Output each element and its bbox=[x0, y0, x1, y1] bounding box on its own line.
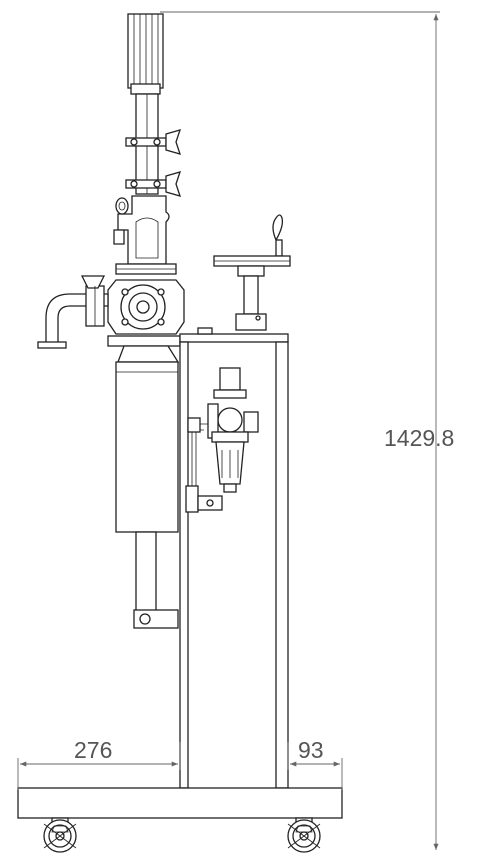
frame-column bbox=[179, 327, 289, 789]
right-overhang-dimension: 93 bbox=[287, 737, 343, 790]
canister bbox=[107, 335, 181, 629]
left-overhang-dimension: 276 bbox=[17, 737, 181, 790]
pneumatic-cylinder bbox=[127, 13, 164, 95]
tube-clamp-lower bbox=[125, 171, 182, 197]
handwheel bbox=[213, 214, 291, 331]
caster-left bbox=[43, 817, 77, 853]
filter-regulator bbox=[207, 367, 259, 493]
flange-band bbox=[115, 263, 177, 275]
left-overhang-label: 276 bbox=[74, 737, 112, 763]
air-hose bbox=[185, 417, 223, 513]
height-dimension: 1429.8 bbox=[160, 11, 454, 850]
right-overhang-label: 93 bbox=[298, 737, 324, 763]
caster-right bbox=[287, 817, 321, 853]
height-dimension-label: 1429.8 bbox=[384, 425, 454, 451]
outlet-elbow-pipe bbox=[37, 275, 109, 349]
tube-clamp-upper bbox=[125, 129, 182, 155]
elbow-fitting bbox=[113, 195, 170, 265]
base-plate bbox=[17, 787, 343, 819]
valve-body bbox=[107, 279, 185, 335]
